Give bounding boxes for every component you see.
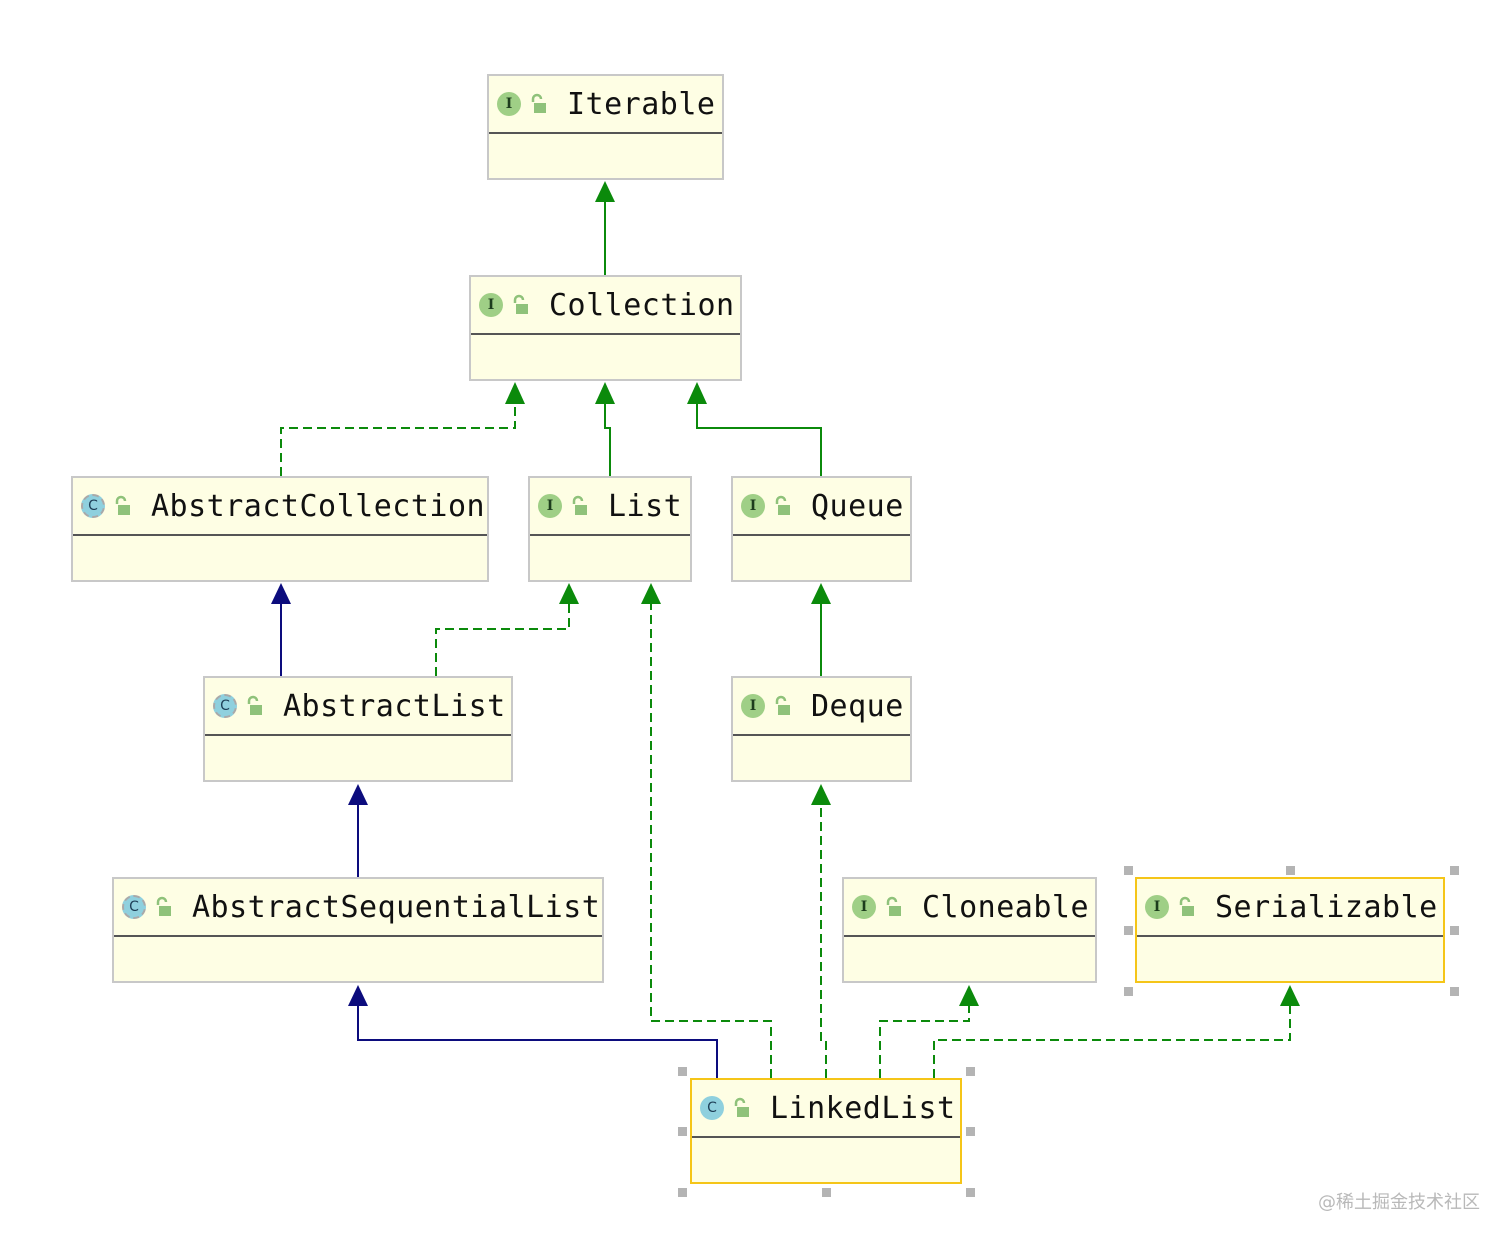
open-lock-icon xyxy=(156,896,171,916)
watermark: @稀土掘金技术社区 xyxy=(1318,1192,1480,1213)
node-abstractsequentiallist[interactable]: C AbstractSequentialList xyxy=(112,877,604,983)
node-name: Queue xyxy=(811,488,904,524)
edge-linkedlist-deque xyxy=(811,784,831,1078)
open-lock-icon xyxy=(886,896,901,916)
node-header: C AbstractList xyxy=(205,678,511,736)
resize-handle[interactable] xyxy=(1450,866,1459,875)
node-header: I List xyxy=(530,478,690,536)
open-lock-icon xyxy=(775,695,790,715)
open-lock-icon xyxy=(734,1097,749,1117)
open-lock-icon xyxy=(513,294,528,314)
node-serializable[interactable]: I Serializable xyxy=(1135,877,1445,983)
resize-handle[interactable] xyxy=(966,1067,975,1076)
interface-badge-icon: I xyxy=(852,895,876,919)
node-name: Cloneable xyxy=(922,889,1090,925)
interface-badge-icon: I xyxy=(741,494,765,518)
resize-handle[interactable] xyxy=(678,1127,687,1136)
abstract-class-badge-icon: C xyxy=(81,494,105,518)
node-abstractlist[interactable]: C AbstractList xyxy=(203,676,513,782)
node-name: AbstractSequentialList xyxy=(192,889,601,925)
node-name: Iterable xyxy=(567,86,716,122)
resize-handle[interactable] xyxy=(1450,987,1459,996)
node-queue[interactable]: I Queue xyxy=(731,476,912,582)
interface-badge-icon: I xyxy=(538,494,562,518)
resize-handle[interactable] xyxy=(1124,866,1133,875)
resize-handle[interactable] xyxy=(1450,926,1459,935)
open-lock-icon xyxy=(572,495,587,515)
resize-handle[interactable] xyxy=(822,1188,831,1197)
node-cloneable[interactable]: I Cloneable xyxy=(842,877,1097,983)
open-lock-icon xyxy=(1179,896,1194,916)
node-name: Deque xyxy=(811,688,904,724)
edge-collection-iterable xyxy=(595,181,615,275)
interface-badge-icon: I xyxy=(479,293,503,317)
edge-linkedlist-abstractsequentiallist xyxy=(348,985,718,1078)
node-header: C LinkedList xyxy=(692,1080,960,1138)
abstract-class-badge-icon: C xyxy=(122,895,146,919)
node-name: LinkedList xyxy=(770,1090,956,1126)
edge-linkedlist-cloneable xyxy=(879,985,979,1078)
node-header: C AbstractCollection xyxy=(73,478,487,536)
open-lock-icon xyxy=(115,495,130,515)
edge-list-collection xyxy=(595,382,615,476)
node-linkedlist[interactable]: C LinkedList xyxy=(690,1078,962,1184)
edge-abstractcollection-collection xyxy=(280,382,525,476)
resize-handle[interactable] xyxy=(678,1067,687,1076)
node-collection[interactable]: I Collection xyxy=(469,275,742,381)
node-list[interactable]: I List xyxy=(528,476,692,582)
node-name: AbstractCollection xyxy=(151,488,486,524)
node-abstractcollection[interactable]: C AbstractCollection xyxy=(71,476,489,582)
edge-abstractlist-list xyxy=(435,583,579,676)
edge-linkedlist-list xyxy=(641,583,772,1078)
interface-badge-icon: I xyxy=(497,92,521,116)
node-name: Serializable xyxy=(1215,889,1438,925)
node-name: List xyxy=(608,488,683,524)
edge-queue-collection xyxy=(687,382,822,476)
resize-handle[interactable] xyxy=(678,1188,687,1197)
node-header: I Serializable xyxy=(1137,879,1443,937)
interface-badge-icon: I xyxy=(741,694,765,718)
edge-abstractlist-abstractcollection xyxy=(271,583,291,676)
open-lock-icon xyxy=(775,495,790,515)
node-name: AbstractList xyxy=(283,688,506,724)
node-header: I Deque xyxy=(733,678,910,736)
resize-handle[interactable] xyxy=(1124,987,1133,996)
class-badge-icon: C xyxy=(700,1096,724,1120)
resize-handle[interactable] xyxy=(1124,926,1133,935)
edge-abstractsequentiallist-abstractlist xyxy=(348,784,368,877)
abstract-class-badge-icon: C xyxy=(213,694,237,718)
node-deque[interactable]: I Deque xyxy=(731,676,912,782)
open-lock-icon xyxy=(247,695,262,715)
edge-linkedlist-serializable xyxy=(933,985,1300,1078)
resize-handle[interactable] xyxy=(966,1188,975,1197)
node-header: C AbstractSequentialList xyxy=(114,879,602,937)
edge-deque-queue xyxy=(811,583,831,676)
node-name: Collection xyxy=(549,287,735,323)
interface-badge-icon: I xyxy=(1145,895,1169,919)
node-header: I Cloneable xyxy=(844,879,1095,937)
open-lock-icon xyxy=(531,93,546,113)
resize-handle[interactable] xyxy=(966,1127,975,1136)
node-header: I Collection xyxy=(471,277,740,335)
node-iterable[interactable]: I Iterable xyxy=(487,74,724,180)
node-header: I Iterable xyxy=(489,76,722,134)
node-header: I Queue xyxy=(733,478,910,536)
resize-handle[interactable] xyxy=(1286,866,1295,875)
